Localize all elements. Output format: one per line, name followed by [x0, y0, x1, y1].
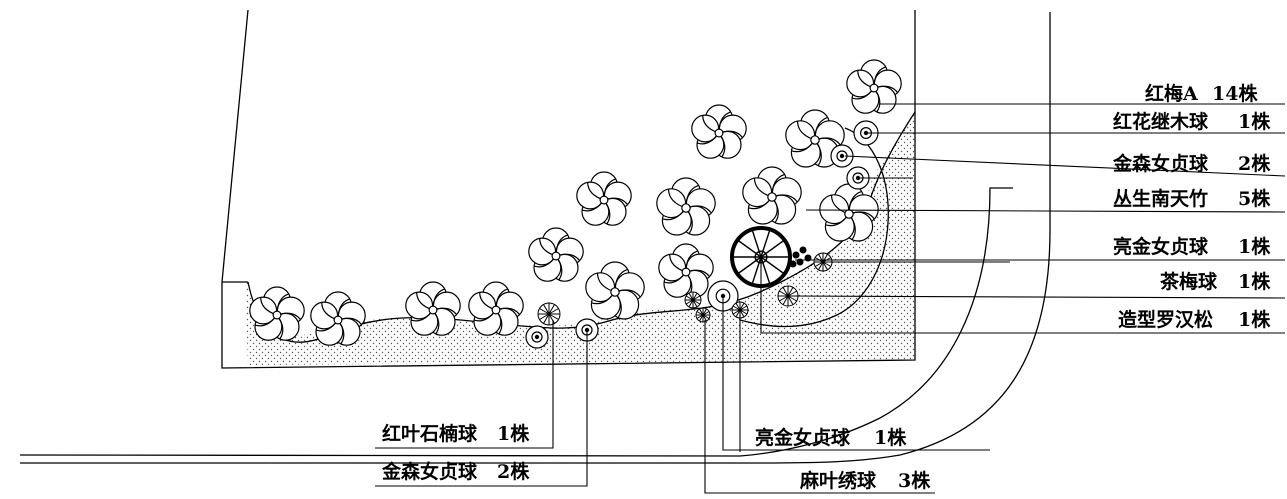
- shrub-symbols: [249, 59, 902, 349]
- legend-item-6-name: 造型罗汉松: [1118, 308, 1213, 331]
- privet-ball-symbol: [537, 302, 561, 326]
- bottom-label-1-name: 金森女贞球: [381, 460, 478, 483]
- legend-item-5-name: 茶梅球: [1160, 270, 1218, 293]
- legend-item-4-qty: 1株: [1238, 235, 1271, 258]
- bottom-label-2-qty: 1株: [874, 426, 907, 449]
- plum-blossom-symbol: [585, 261, 645, 320]
- bottom-label-1-qty: 2株: [497, 460, 530, 483]
- legend-item-3-qty: 5株: [1238, 187, 1271, 210]
- leader-line: [789, 295, 1286, 299]
- plum-blossom-symbol: [528, 227, 584, 282]
- leader-line: [805, 209, 1286, 213]
- plum-blossom-symbol: [742, 166, 802, 225]
- plum-blossom-symbol: [819, 183, 879, 242]
- plum-blossom-symbol: [405, 281, 461, 336]
- plum-blossom-symbol: [310, 291, 366, 346]
- bottom-label-3-name: 麻叶绣球: [799, 469, 877, 492]
- legend-item-3-name: 丛生南天竹: [1113, 187, 1208, 210]
- leader-line: [375, 320, 554, 449]
- right-legend: 红梅A 14株 红花继木球 1株 金森女贞球 2株 丛生南天竹 5株 亮金女贞球…: [1112, 82, 1271, 331]
- leader-line: [375, 330, 588, 487]
- legend-item-2-name: 金森女贞球: [1112, 152, 1209, 175]
- plum-blossom-symbol: [846, 59, 902, 114]
- legend-item-1-name: 红花继木球: [1113, 110, 1209, 133]
- plum-blossom-symbol: [658, 243, 714, 298]
- plum-blossom-symbol: [691, 104, 747, 159]
- legend-item-0-qty: 14株: [1212, 82, 1258, 105]
- legend-item-0-name: 红梅A: [1145, 82, 1198, 105]
- spiraea-ball-symbol: [695, 307, 711, 323]
- leader-line: [722, 296, 990, 451]
- bottom-labels: 红叶石楠球 1株 金森女贞球 2株 亮金女贞球 1株 麻叶绣球 3株: [381, 422, 931, 492]
- legend-item-2-qty: 2株: [1238, 152, 1271, 175]
- bottom-label-0-qty: 1株: [497, 422, 530, 445]
- legend-item-4-name: 亮金女贞球: [1113, 235, 1209, 258]
- bottom-label-3-qty: 3株: [898, 469, 931, 492]
- leader-line: [844, 155, 1286, 177]
- red-loropetalum-ball-symbol: [853, 120, 879, 146]
- privet-ball-symbol: [846, 166, 870, 190]
- nandina-cluster-symbol: [789, 246, 812, 268]
- legend-item-6-qty: 1株: [1238, 308, 1271, 331]
- leader-line: [704, 320, 935, 494]
- bottom-label-2-name: 亮金女贞球: [755, 426, 851, 449]
- bottom-label-0-name: 红叶石楠球: [382, 422, 478, 445]
- plum-blossom-symbol: [249, 286, 305, 341]
- leader-line: [760, 257, 1285, 334]
- red-photinia-ball-symbol: [525, 325, 549, 349]
- plum-blossom-symbol: [656, 177, 716, 236]
- spiraea-ball-symbol: [684, 291, 702, 309]
- legend-item-5-qty: 1株: [1238, 270, 1271, 293]
- legend-item-1-qty: 1株: [1238, 110, 1271, 133]
- plum-blossom-symbol: [576, 171, 632, 226]
- leader-lines: [375, 103, 1286, 494]
- plum-blossom-symbol: [468, 281, 524, 336]
